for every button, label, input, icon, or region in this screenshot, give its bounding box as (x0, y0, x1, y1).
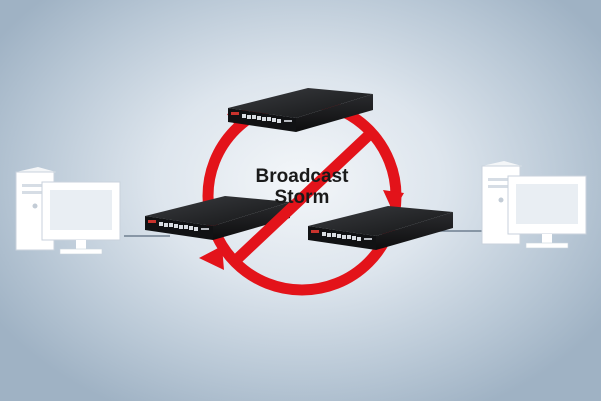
network-switch-icon (308, 206, 453, 250)
computer-icon (481, 160, 587, 249)
label-line-1: Broadcast (255, 166, 349, 187)
computer-icon (15, 166, 121, 255)
prohibition-slash-icon (230, 129, 374, 267)
network-switch-icon (228, 88, 373, 132)
broadcast-storm-label: Broadcast Storm (222, 166, 382, 208)
label-line-2: Storm (274, 187, 330, 208)
